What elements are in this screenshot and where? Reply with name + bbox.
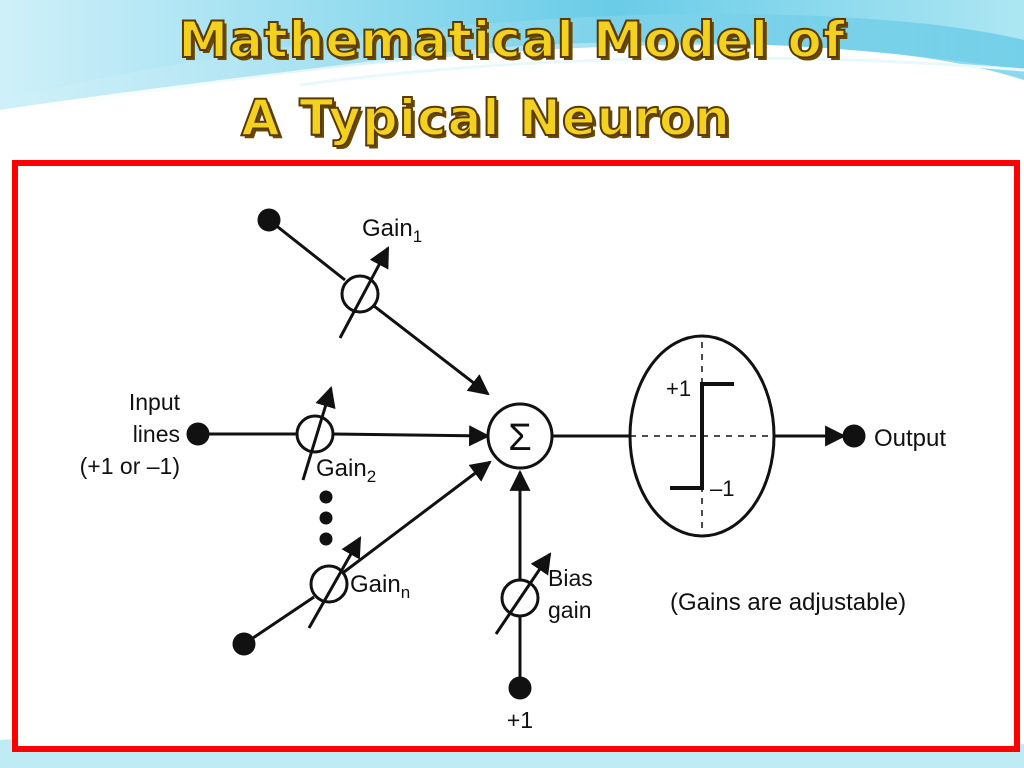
diagram-frame: Gain1 Gain2 Gainn Input lines (+1 or –1)…: [12, 160, 1020, 752]
step-function: [670, 382, 734, 490]
gain-n-to-sum: [343, 460, 492, 574]
input-line-1: [268, 218, 346, 282]
gains-note: (Gains are adjustable): [670, 589, 906, 616]
input-lines-label-2: lines: [133, 421, 180, 447]
gain-2-adjust-arrow: [301, 385, 336, 481]
neuron-diagram: Gain1 Gain2 Gainn Input lines (+1 or –1)…: [80, 208, 946, 733]
gain-1-to-sum: [373, 304, 490, 396]
step-high-label: +1: [666, 376, 691, 401]
step-low-label: –1: [710, 476, 734, 501]
input-lines-label-3: (+1 or –1): [80, 453, 180, 479]
gain-1-label: Gain1: [362, 215, 422, 246]
gain-1-weight: [340, 274, 380, 314]
gain-1-adjust-arrow: [338, 246, 390, 339]
bias-label-1: Bias: [548, 565, 593, 591]
gain-2-to-sum: [332, 425, 491, 447]
title-line-2: A Typical Neuron: [240, 89, 731, 147]
gain-2-weight: [295, 414, 335, 454]
more-inputs-dots: [319, 490, 333, 546]
input-line-n: [243, 595, 315, 646]
title-line-1: Mathematical Model of: [177, 11, 846, 69]
gain-2-label: Gain2: [316, 455, 376, 486]
gain-n-adjust-arrow: [307, 536, 362, 629]
input-lines-label-1: Input: [129, 389, 181, 415]
bias-label-2: gain: [548, 597, 591, 623]
bias-input-label: +1: [507, 707, 533, 733]
output-node: [842, 424, 866, 448]
summation-symbol: Σ: [508, 417, 532, 459]
gain-n-label: Gainn: [350, 571, 410, 602]
bias-adjust-arrow: [494, 552, 552, 635]
output-label: Output: [874, 425, 946, 452]
